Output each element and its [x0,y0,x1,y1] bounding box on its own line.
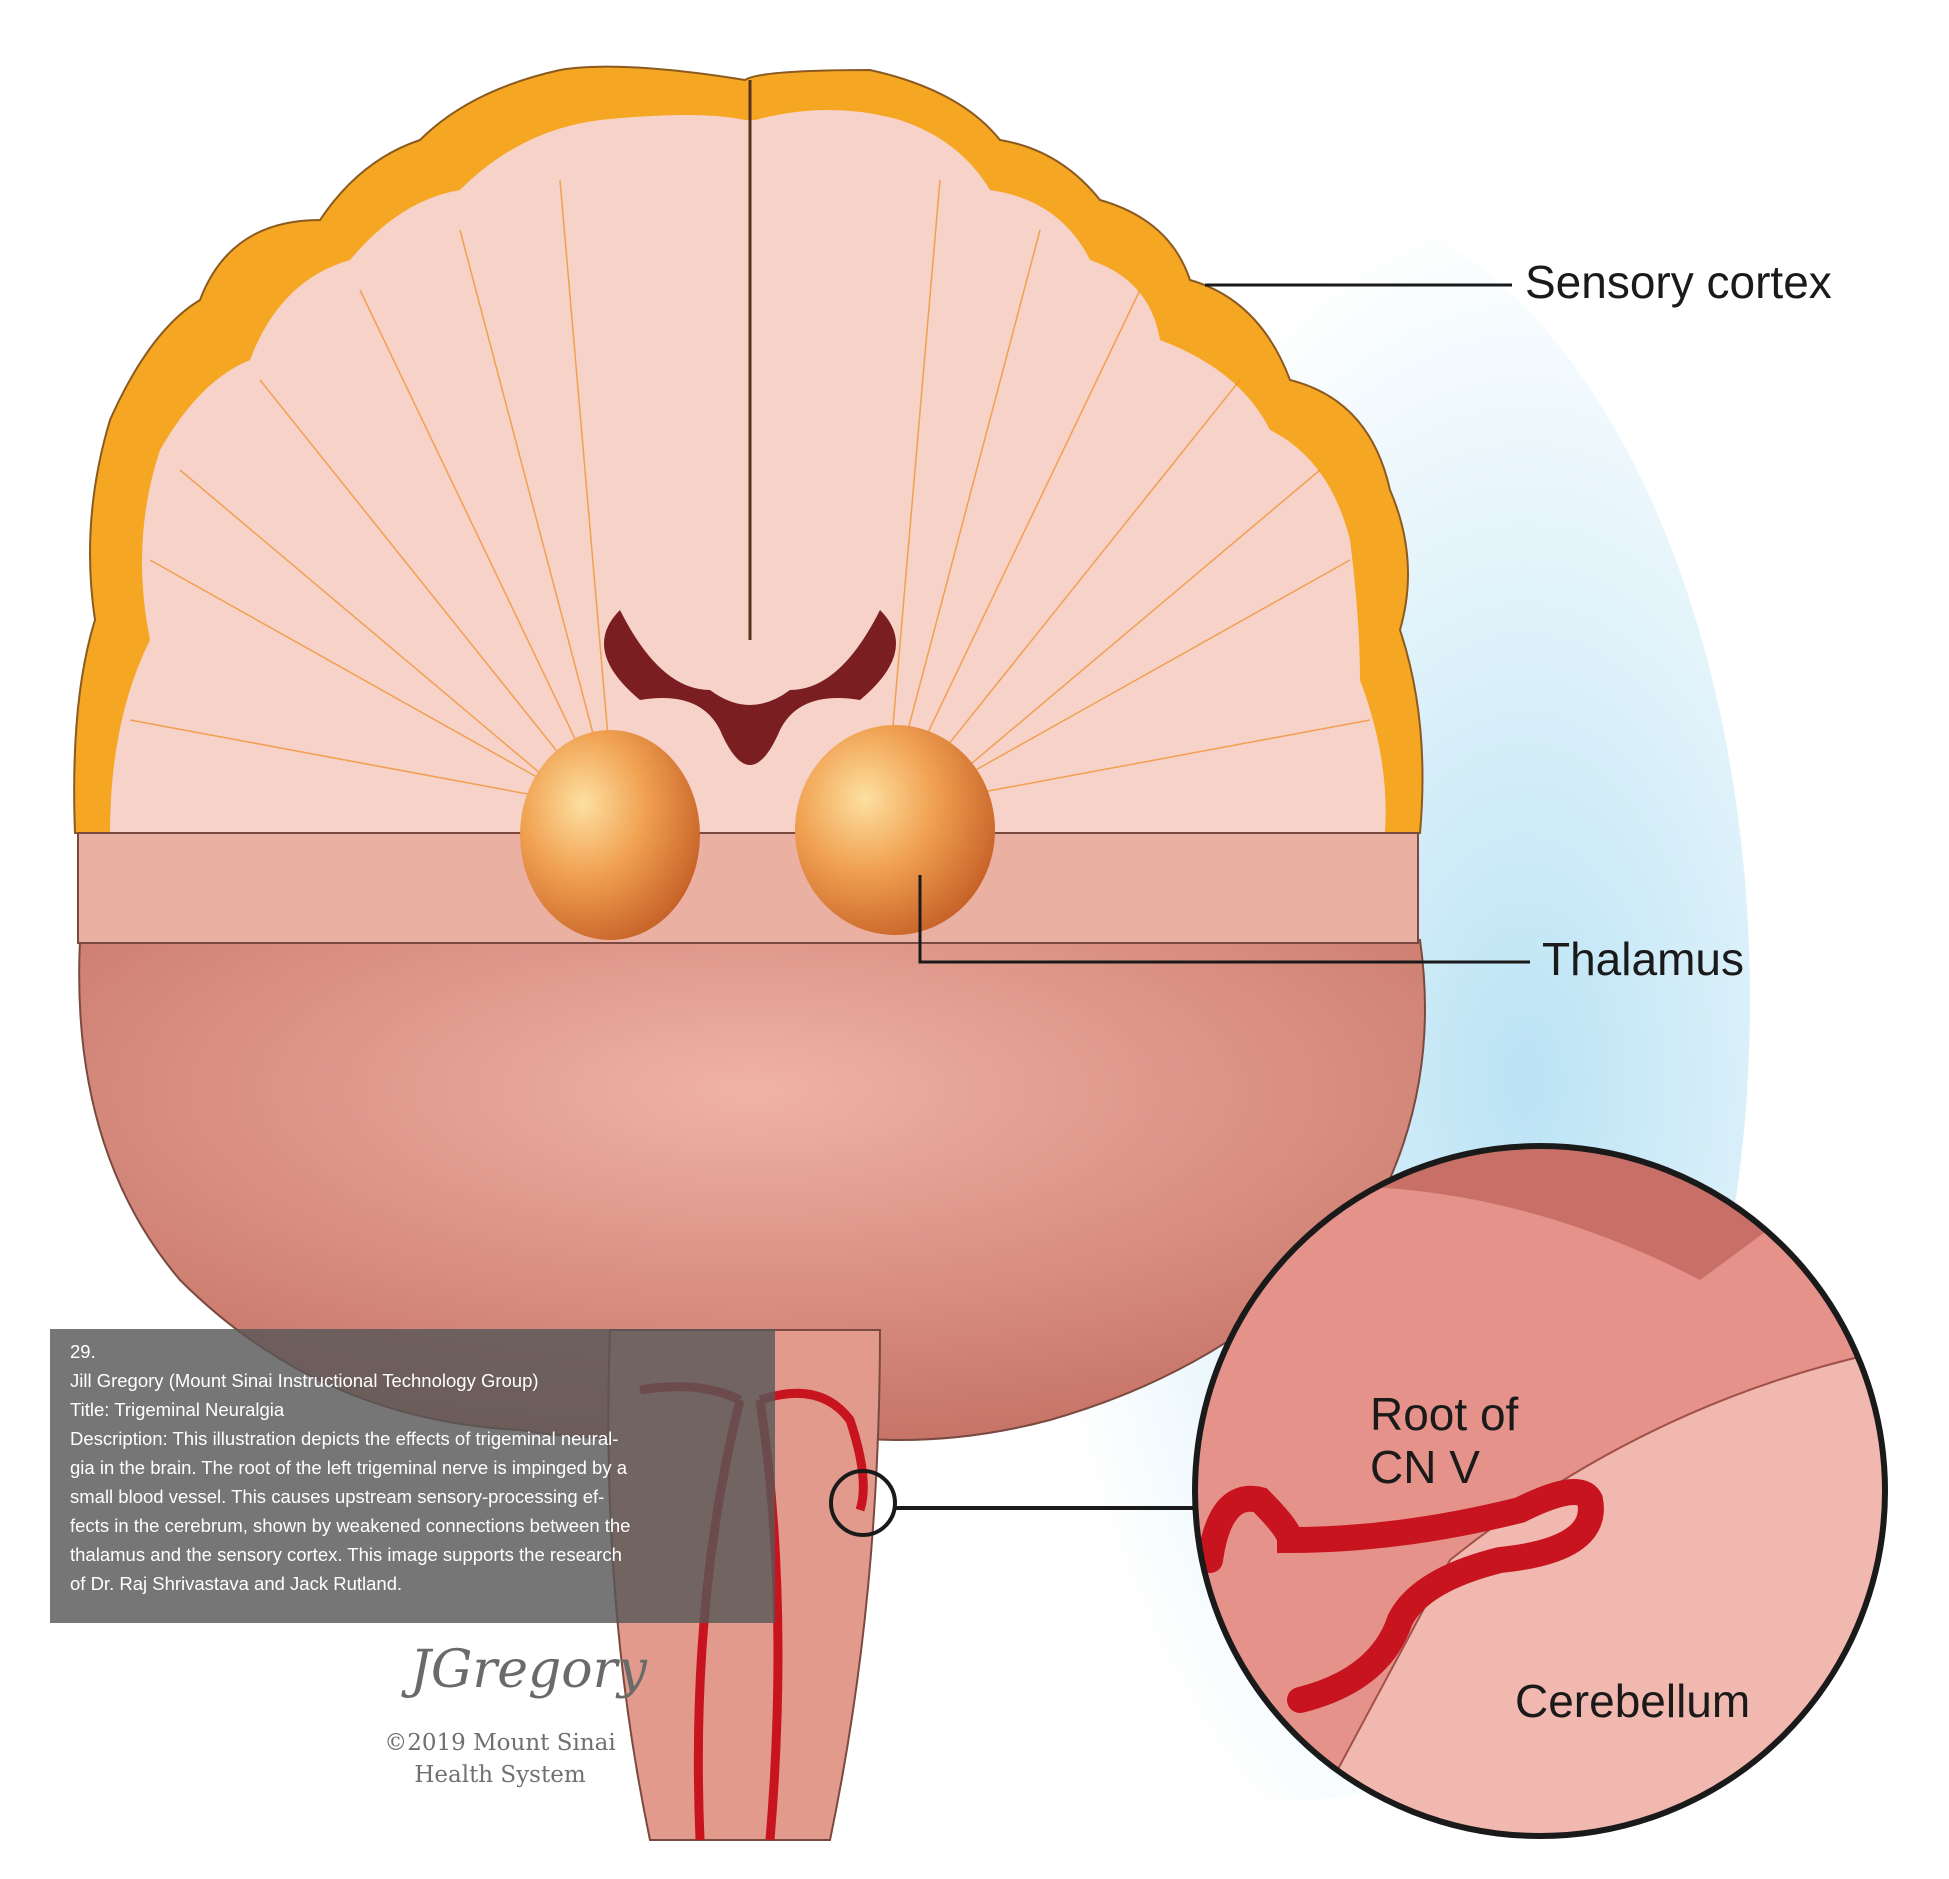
caption-box: 29. Jill Gregory (Mount Sinai Instructio… [50,1329,775,1623]
caption-description-line: of Dr. Raj Shrivastava and Jack Rutland. [70,1573,403,1594]
label-root-cn-v: Root of CN V [1370,1388,1518,1494]
caption-number: 29. [70,1341,96,1362]
lateral-ventricles [604,610,896,765]
label-root-line1: Root of [1370,1388,1519,1440]
left-thalamus [520,730,700,940]
caption-description-line: small blood vessel. This causes upstream… [70,1486,605,1507]
axial-section [77,832,1419,944]
copyright-line1: ©2019 Mount Sinai [384,1730,616,1756]
caption-description-line: gia in the brain. The root of the left t… [70,1457,628,1478]
label-root-line2: CN V [1370,1440,1480,1493]
thalamocortical-fibers [129,179,1371,801]
copyright-line2: Health System [414,1762,586,1788]
label-cerebellum: Cerebellum [1515,1675,1751,1727]
caption-title: Title: Trigeminal Neuralgia [70,1399,285,1420]
white-matter [110,110,1386,833]
compressing-vessel [1197,1479,1604,1713]
right-thalamus [795,725,995,935]
caption-description-line: Description: This illustration depicts t… [70,1428,619,1449]
label-thalamus: Thalamus [1542,933,1744,985]
magnify-source-circle [829,1469,897,1537]
label-sensory-cortex: Sensory cortex [1525,256,1832,308]
caption-description-line: thalamus and the sensory cortex. This im… [70,1544,622,1565]
caption-description-line: fects in the cerebrum, shown by weakened… [70,1515,631,1536]
artist-signature: JGregory [410,1640,647,1700]
caption-author: Jill Gregory (Mount Sinai Instructional … [70,1370,539,1391]
inset-border [1192,1143,1888,1839]
thalamus-leader [918,875,1530,964]
